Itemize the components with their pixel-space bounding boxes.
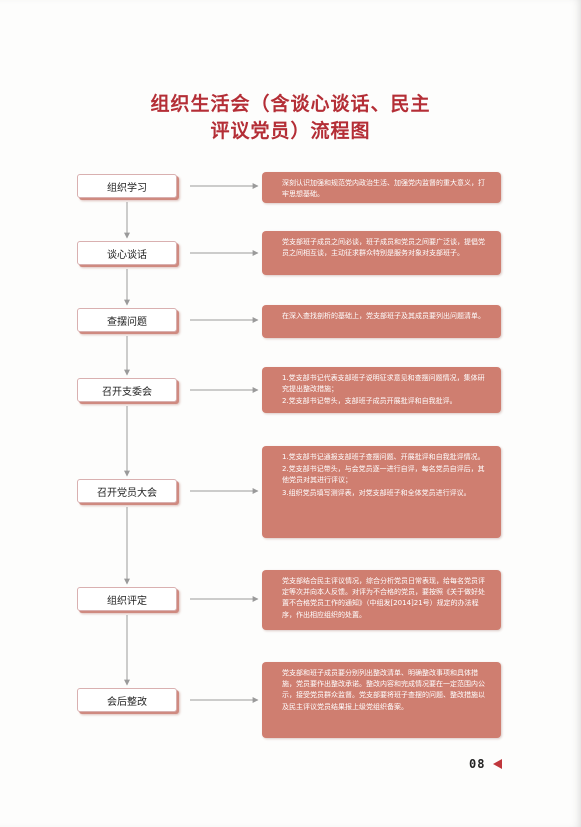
desc-line: 深刻认识加强和规范党内政治生活、加强党内监督的重大意义，打牢思想基础。 xyxy=(282,179,485,199)
page-number: 08 xyxy=(469,757,486,771)
desc-line: 2.党支部书记带头，支部班子成员开展批评和自我批评。 xyxy=(282,397,457,406)
step-box-identify-problems: 查摆问题 xyxy=(77,308,177,332)
step-desc-organize-study: 深刻认识加强和规范党内政治生活、加强党内监督的重大意义，打牢思想基础。 xyxy=(262,172,501,203)
step-label: 组织学习 xyxy=(107,182,147,194)
step-label: 组织评定 xyxy=(107,595,147,607)
step-desc-identify-problems: 在深入查找剖析的基础上，党支部班子及其成员要列出问题清单。 xyxy=(262,305,501,338)
step-label: 召开支委会 xyxy=(102,386,152,398)
desc-line: 1.党支部书记代表支部班子说明征求意见和查摆问题情况，集体研究提出整改措施； xyxy=(282,374,485,394)
step-desc-heart-to-heart-talk: 党支部班子成员之间必谈，班子成员和党员之间要广泛谈，提倡党员之间相互谈，主动征求… xyxy=(262,231,501,275)
desc-line: 2.党支部书记带头，与会党员逐一进行自评，每名党员自评后，其他党员对其进行评议； xyxy=(282,465,485,485)
step-label: 查摆问题 xyxy=(107,316,147,328)
step-desc-post-meeting-rectification: 党支部和班子成员要分别列出整改清单、明确整改事项和具体措施，党员要作出整改承诺。… xyxy=(262,662,501,738)
step-box-organization-assessment: 组织评定 xyxy=(77,587,177,611)
step-desc-organization-assessment: 党支部结合民主评议情况，综合分析党员日常表现，给每名党员评定等次并向本人反馈。对… xyxy=(262,570,501,630)
desc-line: 党支部结合民主评议情况，综合分析党员日常表现，给每名党员评定等次并向本人反馈。对… xyxy=(282,577,485,619)
step-box-post-meeting-rectification: 会后整改 xyxy=(77,688,177,712)
step-desc-party-member-meeting: 1.党支部书记通报支部班子查摆问题、开展批评和自我批评情况。 2.党支部书记带头… xyxy=(262,446,501,538)
step-label: 谈心谈话 xyxy=(107,249,147,261)
step-box-heart-to-heart-talk: 谈心谈话 xyxy=(77,241,177,265)
step-label: 会后整改 xyxy=(107,696,147,708)
step-label: 召开党员大会 xyxy=(97,487,157,499)
desc-line: 3.组织党员填写测评表，对党支部班子和全体党员进行评议。 xyxy=(282,488,471,497)
step-box-organize-study: 组织学习 xyxy=(77,174,177,198)
step-box-committee-meeting: 召开支委会 xyxy=(77,378,177,402)
step-box-party-member-meeting: 召开党员大会 xyxy=(77,479,177,503)
page-marker-triangle-icon xyxy=(493,759,502,769)
desc-line: 1.党支部书记通报支部班子查摆问题、开展批评和自我批评情况。 xyxy=(282,453,485,461)
step-desc-committee-meeting: 1.党支部书记代表支部班子说明征求意见和查摆问题情况，集体研究提出整改措施； 2… xyxy=(262,367,501,413)
desc-line: 党支部和班子成员要分别列出整改清单、明确整改事项和具体措施，党员要作出整改承诺。… xyxy=(282,669,485,711)
page-title-line2: 评议党员）流程图 xyxy=(210,120,371,142)
page-title-line1: 组织生活会（含谈心谈话、民主 xyxy=(150,93,431,115)
desc-line: 在深入查找剖析的基础上，党支部班子及其成员要列出问题清单。 xyxy=(282,312,485,320)
desc-line: 党支部班子成员之间必谈，班子成员和党员之间要广泛谈，提倡党员之间相互谈，主动征求… xyxy=(282,238,485,258)
